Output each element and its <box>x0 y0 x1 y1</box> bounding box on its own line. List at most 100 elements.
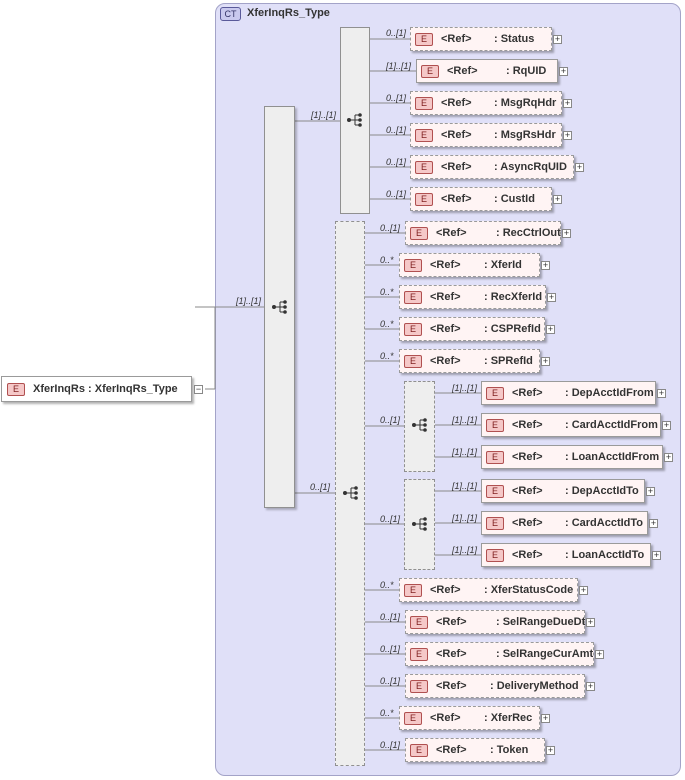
element-name: : DeliveryMethod <box>490 680 579 692</box>
element-box[interactable]: E<Ref>: RecXferId+ <box>399 285 556 309</box>
element-ref-label: <Ref> <box>441 97 472 109</box>
element-box[interactable]: E<Ref>: Status+ <box>410 27 562 51</box>
sequence-icon <box>272 300 287 314</box>
expand-icon[interactable]: + <box>652 550 661 560</box>
element-cardinality: [1]..[1] <box>452 545 478 555</box>
expand-icon[interactable]: + <box>595 649 604 659</box>
expand-icon[interactable]: + <box>541 356 550 366</box>
complex-type-badge: CT <box>220 7 241 21</box>
element-cardinality: [1]..[1] <box>452 415 478 425</box>
element-box[interactable]: E<Ref>: DepAcctIdFrom+ <box>481 381 666 405</box>
expand-icon[interactable]: + <box>547 292 556 302</box>
element-name: : MsgRqHdr <box>494 97 557 109</box>
expand-icon[interactable]: + <box>586 681 595 691</box>
element-icon: E <box>415 129 433 142</box>
element-cardinality: 0..[1] <box>380 644 401 654</box>
element-box[interactable]: E<Ref>: XferRec+ <box>399 706 550 730</box>
sequence-icon <box>343 486 358 500</box>
element-name: : XferId <box>484 259 522 271</box>
element-box[interactable]: E<Ref>: SelRangeCurAmt+ <box>405 642 604 666</box>
element-icon: E <box>404 323 422 336</box>
element-cardinality: 0..[1] <box>380 612 401 622</box>
element-ref-label: <Ref> <box>436 680 467 692</box>
element-name: : RecCtrlOut <box>496 227 561 239</box>
expand-icon[interactable]: + <box>562 228 571 238</box>
element-icon: E <box>415 193 433 206</box>
element-box[interactable]: E<Ref>: LoanAcctIdFrom+ <box>481 445 673 469</box>
element-name: : DepAcctIdTo <box>565 485 639 497</box>
element-box[interactable]: E<Ref>: Token+ <box>405 738 555 762</box>
expand-icon[interactable]: + <box>575 162 584 172</box>
element-ref-label: <Ref> <box>512 451 543 463</box>
element-cardinality: [1]..[1] <box>452 447 478 457</box>
element-cardinality: 0..[1] <box>386 125 407 135</box>
element-box[interactable]: E <Ref> : AsyncRqUID + <box>410 155 584 179</box>
expand-icon[interactable]: + <box>662 420 671 430</box>
element-name: : AsyncRqUID <box>494 161 567 173</box>
expand-icon[interactable]: + <box>546 745 555 755</box>
element-name: : Status <box>494 33 535 45</box>
element-ref-label: <Ref> <box>447 65 478 77</box>
element-ref-label: <Ref> <box>436 227 467 239</box>
expand-icon[interactable]: + <box>657 388 666 398</box>
element-ref-label: <Ref> <box>512 387 543 399</box>
element-box[interactable]: E<Ref>: RecCtrlOut+ <box>405 221 571 245</box>
collapse-icon[interactable]: − <box>194 384 203 394</box>
complex-type-title: XferInqRs_Type <box>247 7 330 19</box>
element-box[interactable]: E<Ref>: CSPRefId+ <box>399 317 555 341</box>
element-icon: E <box>415 161 433 174</box>
element-cardinality: 0..* <box>380 255 394 265</box>
expand-icon[interactable]: + <box>646 486 655 496</box>
expand-icon[interactable]: + <box>649 518 658 528</box>
element-name: : RecXferId <box>484 291 543 303</box>
element-ref-label: <Ref> <box>430 259 461 271</box>
expand-icon[interactable]: + <box>664 452 673 462</box>
expand-icon[interactable]: + <box>563 130 572 140</box>
element-icon: E <box>486 517 504 530</box>
element-cardinality: 0..* <box>380 708 394 718</box>
expand-icon[interactable]: + <box>553 194 562 204</box>
element-icon: E <box>7 383 25 396</box>
sequence-cardinality: 0..[1] <box>310 482 331 492</box>
element-name: : SelRangeDueDt <box>496 616 586 628</box>
expand-icon[interactable]: + <box>579 585 588 595</box>
element-cardinality: 0..[1] <box>380 676 401 686</box>
element-box[interactable]: E<Ref>: MsgRqHdr+ <box>410 91 572 115</box>
expand-icon[interactable]: + <box>586 617 595 627</box>
element-box[interactable]: E<Ref>: RqUID+ <box>416 59 568 83</box>
element-box[interactable]: E<Ref>: DeliveryMethod+ <box>405 674 595 698</box>
sequence-cardinality: 0..[1] <box>380 514 401 524</box>
element-cardinality: 0..[1] <box>386 157 407 167</box>
element-name: : XferRec <box>484 712 533 724</box>
expand-icon[interactable]: + <box>563 98 572 108</box>
element-box[interactable]: E<Ref>: SPRefId+ <box>399 349 550 373</box>
expand-icon[interactable]: + <box>559 66 568 76</box>
element-box[interactable]: E<Ref>: SelRangeDueDt+ <box>405 610 595 634</box>
element-icon: E <box>404 584 422 597</box>
element-name: : CustId <box>494 193 535 205</box>
element-ref-label: <Ref> <box>436 744 467 756</box>
root-element-box[interactable]: E XferInqRs : XferInqRs_Type − <box>1 376 203 402</box>
element-box[interactable]: E<Ref>: LoanAcctIdTo+ <box>481 543 661 567</box>
element-icon: E <box>486 387 504 400</box>
element-box[interactable]: E<Ref>: CardAcctIdTo+ <box>481 511 658 535</box>
element-cardinality: 0..[1] <box>386 93 407 103</box>
element-ref-label: <Ref> <box>430 355 461 367</box>
expand-icon[interactable]: + <box>546 324 555 334</box>
expand-icon[interactable]: + <box>553 34 562 44</box>
element-ref-label: <Ref> <box>430 712 461 724</box>
element-ref-label: <Ref> <box>436 616 467 628</box>
element-box[interactable]: E<Ref>: CardAcctIdFrom+ <box>481 413 671 437</box>
element-icon: E <box>486 419 504 432</box>
element-box[interactable]: E<Ref>: XferStatusCode+ <box>399 578 588 602</box>
expand-icon[interactable]: + <box>541 260 550 270</box>
element-box[interactable]: E<Ref>: XferId+ <box>399 253 550 277</box>
expand-icon[interactable]: + <box>541 713 550 723</box>
element-box[interactable]: E<Ref>: DepAcctIdTo+ <box>481 479 655 503</box>
element-cardinality: 0..[1] <box>380 740 401 750</box>
element-ref-label: <Ref> <box>441 161 472 173</box>
element-cardinality: 0..* <box>380 580 394 590</box>
element-box[interactable]: E<Ref>: CustId+ <box>410 187 562 211</box>
element-box[interactable]: E<Ref>: MsgRsHdr+ <box>410 123 572 147</box>
element-cardinality: [1]..[1] <box>452 481 478 491</box>
